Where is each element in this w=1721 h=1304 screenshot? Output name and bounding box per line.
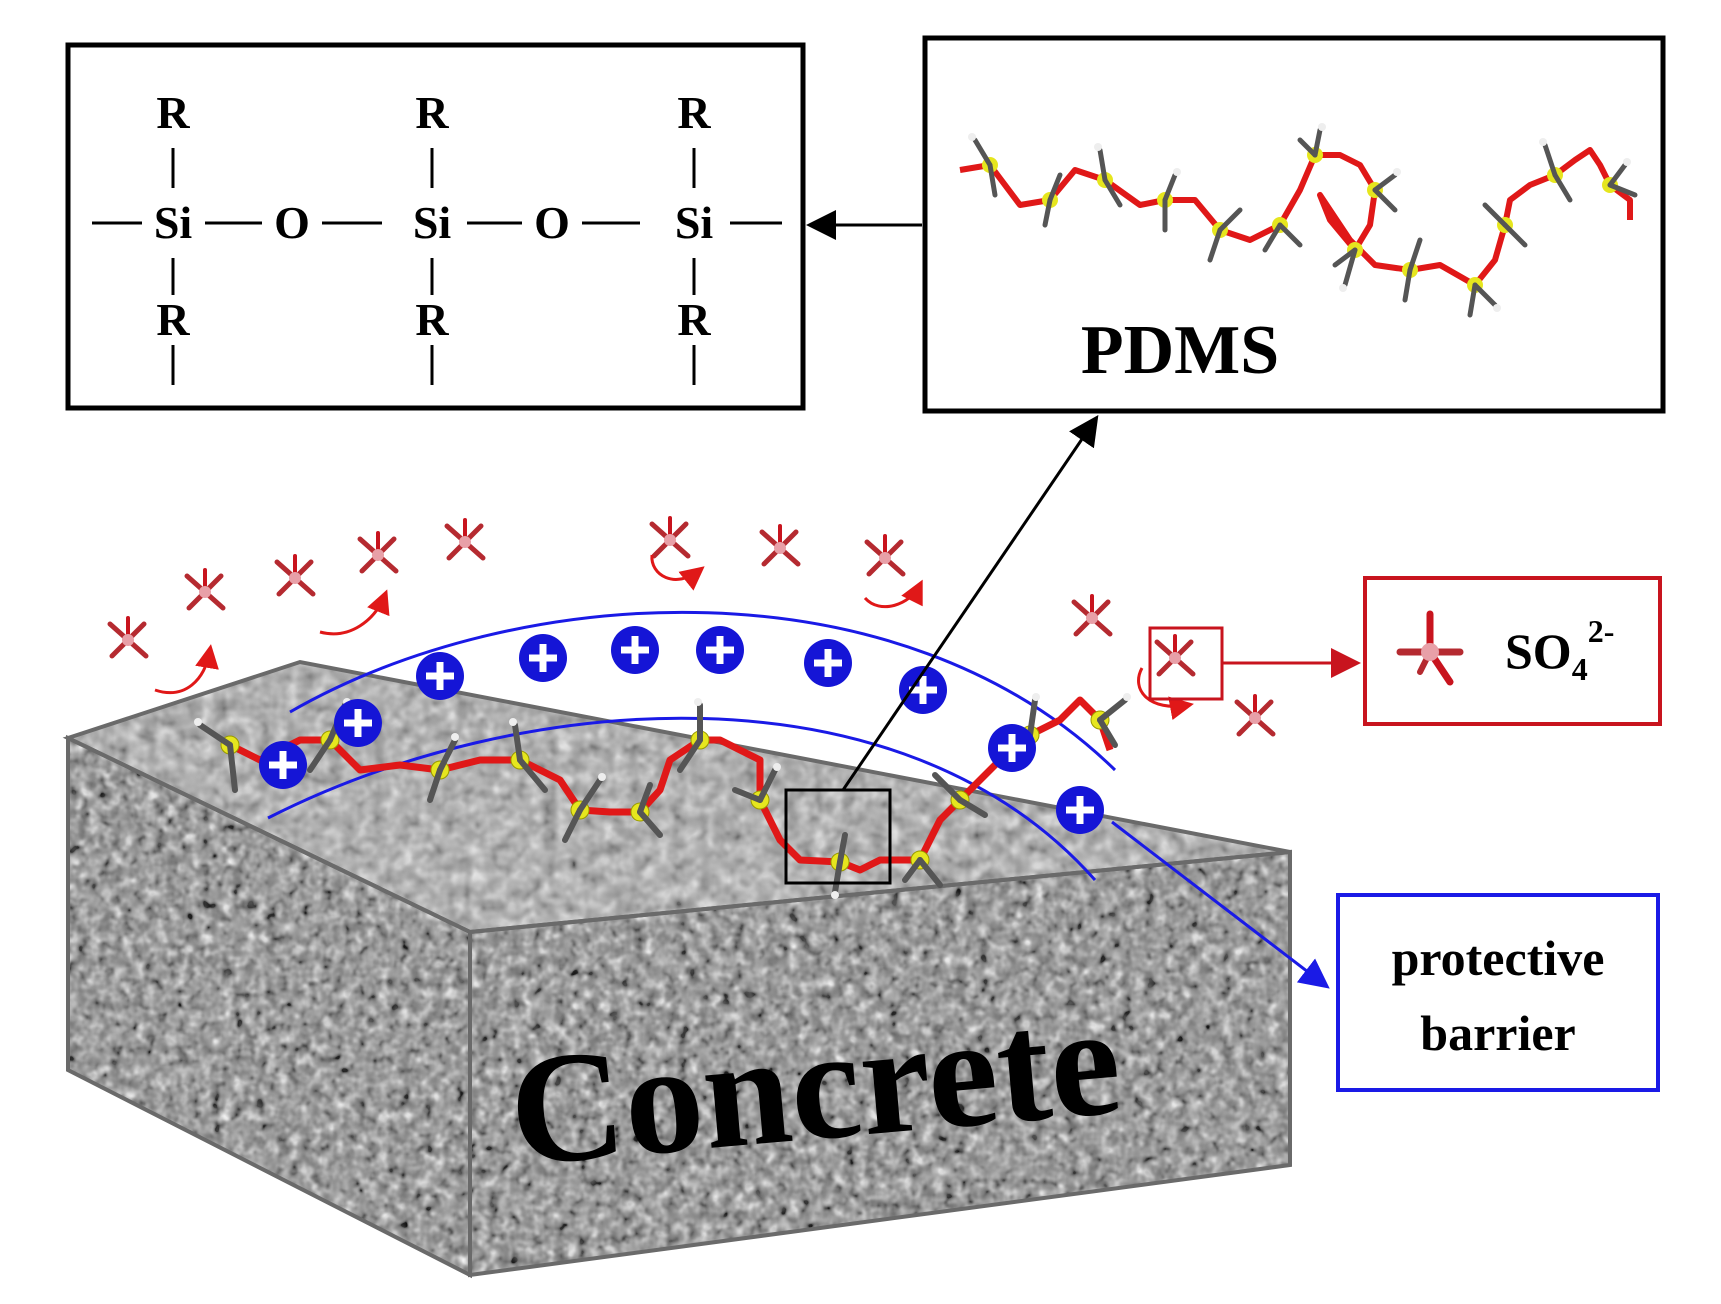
repulsion-arrows [154, 554, 1194, 721]
sulfate-ion-icon [652, 518, 688, 556]
positive-charge-icon [988, 724, 1036, 772]
sulfate-ion-icon [1157, 636, 1193, 674]
r-label: R [156, 294, 190, 345]
positive-charge-icon [416, 652, 464, 700]
sulfate-ion-icon [1396, 610, 1464, 686]
positive-charge-icon [804, 639, 852, 687]
sulfate-legend-box: SO42- [1363, 576, 1662, 726]
r-label: R [415, 87, 449, 138]
pdms-chain-model [959, 123, 1638, 318]
pdms-label: PDMS [1081, 312, 1279, 389]
positive-charge-icon [259, 741, 307, 789]
positive-charge-icon [334, 699, 382, 747]
sulfate-superscript: 2- [1588, 613, 1615, 649]
r-label: R [677, 294, 711, 345]
sulfate-ion-icon [1237, 696, 1273, 734]
barrier-arrow [1111, 820, 1330, 989]
sulfate-ion-icon [277, 556, 313, 594]
si-label: Si [675, 197, 714, 248]
sulfate-subscript: 4 [1572, 651, 1588, 687]
positive-charge-icon [1056, 786, 1104, 834]
sulfate-ion-icon [360, 533, 396, 571]
pdms-zoom-arrow [841, 415, 1099, 791]
structure-formula-box: R R R Si Si Si O O R R R [65, 42, 806, 411]
sulfate-ion-icon [447, 520, 483, 558]
si-label: Si [413, 197, 452, 248]
sulfate-ion-icon [867, 536, 903, 574]
pdms-box: PDMS [922, 35, 1666, 414]
barrier-curve-outer [289, 610, 1117, 772]
r-label: R [415, 294, 449, 345]
sulfate-ion-icon [110, 618, 146, 656]
sulfate-ion-icon [1074, 596, 1110, 634]
r-label: R [156, 87, 190, 138]
positive-charge-icon [519, 634, 567, 682]
sulfate-ion-icon [762, 526, 798, 564]
o-label: O [274, 197, 310, 248]
sulfate-ion-icon [187, 570, 223, 608]
r-label: R [677, 87, 711, 138]
positive-charge-icon [611, 626, 659, 674]
sulfate-highlight-square [1148, 626, 1224, 701]
barrier-label-line1: protective [1392, 930, 1605, 986]
protective-barrier-box: protective barrier [1336, 893, 1660, 1092]
sulfate-formula: SO42- [1505, 613, 1614, 687]
si-label: Si [154, 197, 193, 248]
o-label: O [534, 197, 570, 248]
positive-charge-icon [696, 626, 744, 674]
pdms-highlight-square [784, 788, 892, 885]
barrier-label-line2: barrier [1420, 1005, 1575, 1061]
